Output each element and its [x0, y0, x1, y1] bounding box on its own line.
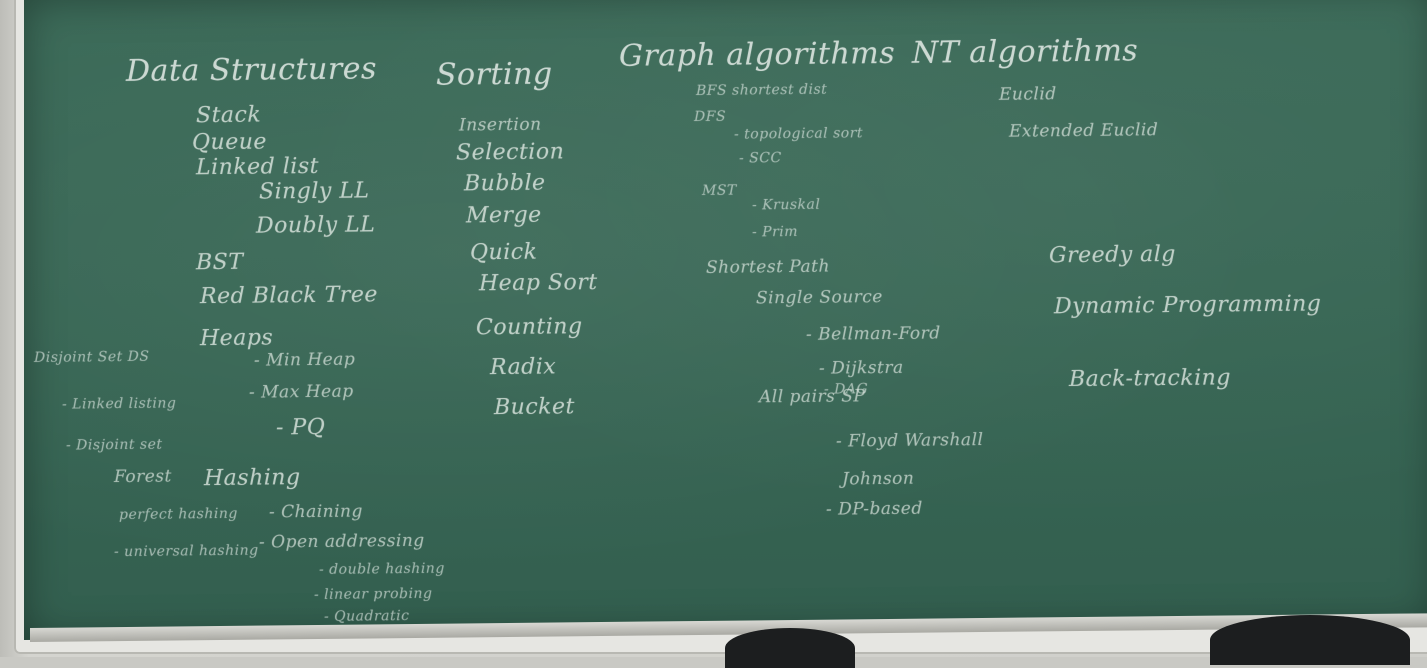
student-head-right: [1210, 615, 1410, 665]
heading-data-structures: Data Structures: [126, 51, 377, 89]
item-kruskal: - Kruskal: [752, 196, 821, 214]
student-head-left: [725, 628, 855, 668]
item-hashing: Hashing: [204, 465, 301, 492]
item-linked-list: Linked list: [196, 153, 319, 181]
item-bst: BST: [196, 249, 244, 276]
item-floyd-warshall: - Floyd Warshall: [836, 429, 984, 452]
item-doubly-ll: Doubly LL: [256, 212, 376, 239]
item-single-source: Single Source: [756, 287, 883, 309]
heading-nt-algorithms: NT algorithms: [912, 33, 1139, 71]
heading-sorting: Sorting: [436, 56, 553, 93]
item-extended-euclid: Extended Euclid: [1009, 120, 1159, 142]
item-selection: Selection: [456, 139, 565, 166]
item-forest: Forest: [114, 466, 172, 488]
item-greedy-alg: Greedy alg: [1049, 241, 1176, 269]
item-bucket: Bucket: [494, 394, 575, 421]
item-mst: MST: [702, 182, 737, 199]
item-prim: - Prim: [752, 223, 799, 241]
item-dijkstra: - Dijkstra: [819, 357, 904, 379]
item-back-tracking: Back-tracking: [1069, 365, 1231, 393]
item-pq: - PQ: [276, 414, 326, 441]
item-disjoint-set-ds: Disjoint Set DS: [34, 348, 150, 366]
heading-graph-algorithms: Graph algorithms: [619, 35, 896, 74]
item-heaps: Heaps: [200, 325, 274, 352]
item-disjoint-set: - Disjoint set: [66, 436, 163, 454]
item-min-heap: - Min Heap: [254, 349, 356, 371]
item-merge: Merge: [466, 202, 542, 229]
item-queue: Queue: [192, 129, 267, 156]
item-universal-hashing: - universal hashing: [114, 542, 259, 561]
item-topological-sort: - topological sort: [734, 125, 864, 143]
item-linear-probing: - linear probing: [314, 585, 433, 603]
item-double-hashing: - double hashing: [319, 560, 445, 578]
item-shortest-path: Shortest Path: [706, 256, 830, 278]
item-heap-sort: Heap Sort: [479, 269, 598, 297]
item-dynamic-programming: Dynamic Programming: [1054, 291, 1322, 320]
item-euclid: Euclid: [999, 84, 1057, 105]
item-perfect-hashing: perfect hashing: [119, 505, 238, 524]
item-scc: - SCC: [739, 150, 782, 167]
item-dp-based: - DP-based: [826, 498, 923, 520]
item-dfs: DFS: [694, 108, 727, 125]
item-johnson: Johnson: [842, 468, 915, 490]
item-bellman-ford: - Bellman-Ford: [806, 323, 941, 345]
item-chaining: - Chaining: [269, 501, 363, 523]
item-quick: Quick: [470, 239, 538, 266]
item-bfs: BFS shortest dist: [696, 81, 828, 99]
item-insertion: Insertion: [459, 114, 542, 136]
item-linked-listing: - Linked listing: [62, 395, 177, 413]
item-all-pairs-sp: All pairs SP: [759, 386, 866, 408]
chalkboard: Data Structures Stack Queue Linked list …: [24, 0, 1427, 641]
item-stack: Stack: [196, 102, 262, 129]
item-singly-ll: Singly LL: [259, 178, 370, 205]
item-bubble: Bubble: [464, 170, 546, 197]
item-quadratic: - Quadratic: [324, 607, 410, 625]
item-open-addressing: - Open addressing: [259, 530, 425, 553]
item-red-black-tree: Red Black Tree: [200, 282, 378, 310]
item-max-heap: - Max Heap: [249, 381, 354, 403]
item-radix: Radix: [490, 354, 557, 381]
item-counting: Counting: [476, 314, 583, 341]
